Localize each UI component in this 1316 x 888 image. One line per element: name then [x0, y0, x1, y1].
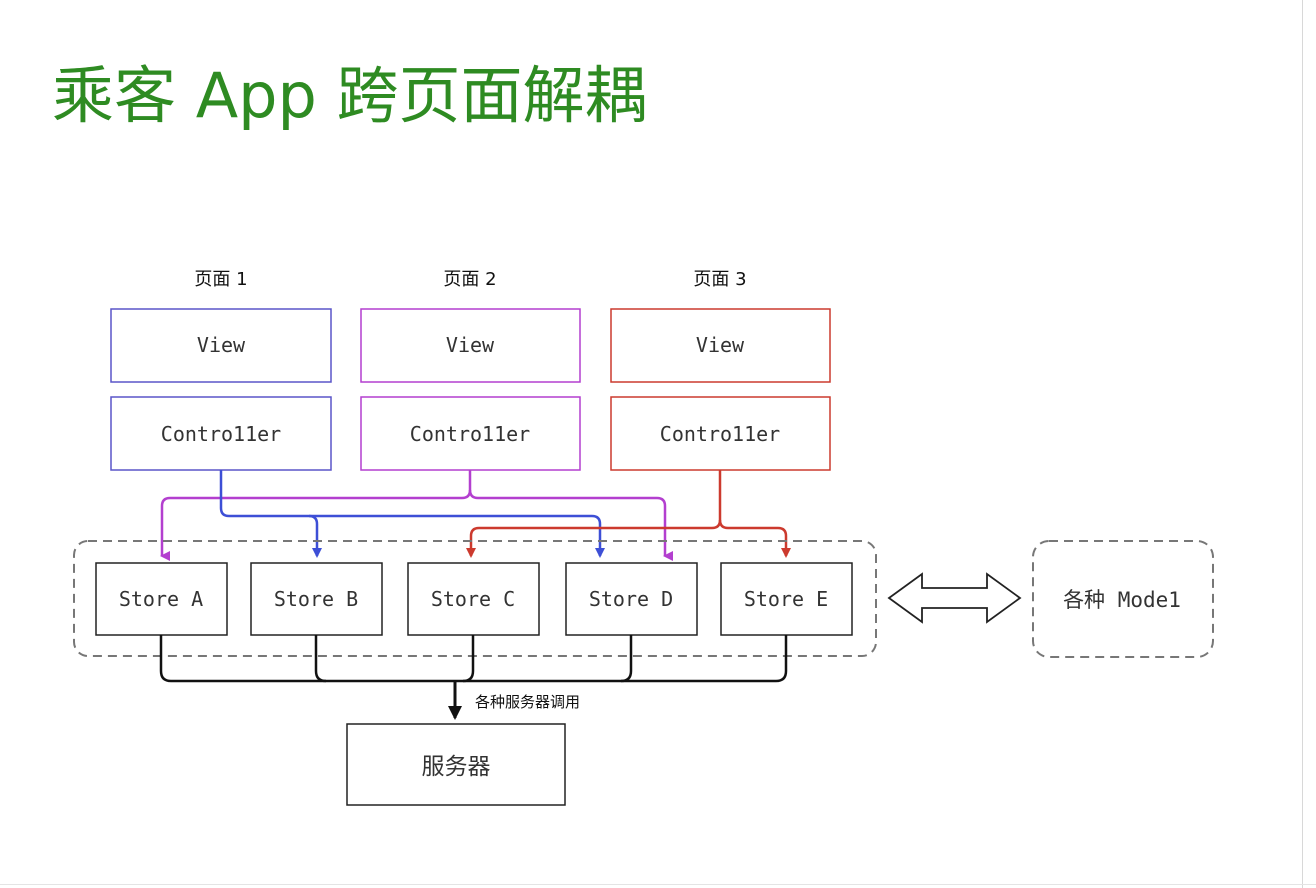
- store-d-box: [565, 562, 698, 636]
- slide-title: 乘客 App 跨页面解耦: [52, 59, 647, 132]
- server-label: 服务器: [422, 754, 491, 780]
- page-2-controller-box: [360, 396, 581, 471]
- store-a-box: [95, 562, 228, 636]
- page-3-view-label: View: [696, 333, 745, 357]
- page-3-controller-label: Contro11er: [660, 422, 780, 446]
- store-e-box: [720, 562, 853, 636]
- page-1-controller-box: [110, 396, 332, 471]
- page-1-to-store-b-arrow: [219, 470, 322, 558]
- bidirectional-arrow-icon: [887, 572, 1022, 624]
- page-3-heading: 页面 3: [693, 269, 746, 290]
- page-2-to-store-d-arrow: [468, 489, 673, 561]
- page-2-view-box: [360, 308, 581, 383]
- page-2-view-label: View: [446, 333, 495, 357]
- page-1-controller-label: Contro11er: [161, 422, 281, 446]
- server-call-label: 各种服务器调用: [475, 693, 580, 711]
- store-c-label: Store C: [431, 587, 515, 611]
- page-3-controller-box: [610, 396, 831, 471]
- page-1-heading: 页面 1: [194, 269, 247, 290]
- store-d-label: Store D: [589, 587, 673, 611]
- slide-bottom-border: [0, 884, 1316, 885]
- store-c-box: [407, 562, 540, 636]
- store-group-boundary: [73, 540, 877, 657]
- page-3-view-box: [610, 308, 831, 383]
- store-b-bus-drop: [314, 635, 327, 683]
- store-c-bus-drop: [462, 635, 475, 683]
- page-3-to-store-c-arrow: [466, 470, 722, 558]
- store-a-label: Store A: [119, 587, 203, 611]
- store-e-label: Store E: [744, 587, 828, 611]
- store-d-bus-drop: [620, 635, 633, 683]
- page-2-controller-label: Contro11er: [410, 422, 530, 446]
- page-1-view-label: View: [197, 333, 246, 357]
- model-box: [1032, 540, 1214, 658]
- server-box: [346, 723, 566, 806]
- page-1-view-box: [110, 308, 332, 383]
- page-2-heading: 页面 2: [443, 269, 496, 290]
- slide-right-border: [1302, 0, 1303, 888]
- model-box-label: 各种 Mode1: [1063, 588, 1181, 612]
- stores-to-server-bus-line: [159, 635, 788, 683]
- store-b-box: [250, 562, 383, 636]
- page-3-to-store-e-arrow: [718, 519, 791, 558]
- store-b-label: Store B: [274, 587, 358, 611]
- page-1-to-store-d-arrow: [309, 514, 605, 558]
